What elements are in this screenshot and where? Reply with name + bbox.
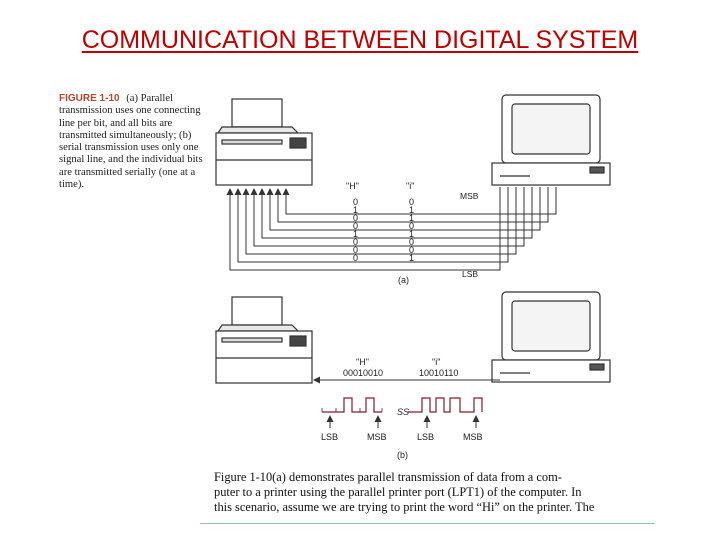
- code-h: 00010010: [343, 368, 383, 378]
- printer-a-icon: [215, 98, 313, 186]
- bit-i: 1: [409, 205, 414, 215]
- bit-i: 0: [409, 197, 414, 207]
- lsb-label-b2: LSB: [417, 432, 434, 442]
- bit-h: 1: [353, 229, 358, 239]
- lsb-label-b1: LSB: [321, 432, 338, 442]
- char-h-label-a: "H": [346, 181, 359, 191]
- bits-i-column: 0 1 1 0 1 0 0 1: [409, 197, 414, 263]
- bit-i: 0: [409, 221, 414, 231]
- char-h-label-b: "H": [356, 357, 369, 367]
- char-i-label-a: "i": [406, 181, 414, 191]
- msb-label-a: MSB: [460, 191, 479, 201]
- bottom-rule: [200, 523, 655, 524]
- computer-b-icon: [491, 291, 611, 383]
- msb-label-b1: MSB: [367, 432, 387, 442]
- body-line: puter to a printer using the parallel pr…: [214, 485, 582, 499]
- bits-h-column: 0 1 0 0 1 0 0 0: [353, 197, 358, 263]
- bit-i: 1: [409, 253, 414, 263]
- bit-h: 1: [353, 205, 358, 215]
- bit-h: 0: [353, 237, 358, 247]
- figure-caption: FIGURE 1-10 (a) Parallel transmission us…: [59, 93, 207, 191]
- bit-i: 1: [409, 229, 414, 239]
- bit-i: 0: [409, 245, 414, 255]
- slide-title: COMMUNICATION BETWEEN DIGITAL SYSTEM: [81, 26, 639, 54]
- break-mark: SS: [397, 407, 409, 417]
- body-line: Figure 1-10(a) demonstrates parallel tra…: [214, 470, 562, 484]
- bit-pointer-arrows: [326, 415, 480, 428]
- bit-h: 0: [353, 197, 358, 207]
- bit-h: 0: [353, 221, 358, 231]
- body-line: this scenario, assume we are trying to p…: [214, 500, 595, 514]
- caption-text: (a) Parallel transmission uses one conne…: [59, 93, 203, 191]
- bit-i: 0: [409, 237, 414, 247]
- msb-label-b2: MSB: [463, 432, 483, 442]
- bit-h: 0: [353, 245, 358, 255]
- waveform-ticks: [321, 408, 475, 412]
- figure-b-label: (b): [397, 450, 408, 460]
- figure-label: FIGURE 1-10: [59, 93, 120, 104]
- computer-a-icon: [491, 94, 611, 186]
- lsb-label-a: LSB: [462, 269, 478, 279]
- code-i: 10010110: [419, 368, 458, 378]
- bit-h: 0: [353, 213, 358, 223]
- parallel-arrows: [226, 188, 290, 200]
- char-i-label-b: "i": [432, 357, 440, 367]
- bit-h: 0: [353, 253, 358, 263]
- transmission-diagram: "H" "i" MSB LSB (a) 0 1 0 0 1 0 0 0 0 1 …: [215, 94, 611, 460]
- body-paragraph: Figure 1-10(a) demonstrates parallel tra…: [214, 470, 644, 515]
- bit-i: 1: [409, 213, 414, 223]
- parallel-lines: [229, 187, 557, 271]
- printer-b-icon: [215, 296, 313, 384]
- figure-a-label: (a): [398, 275, 409, 285]
